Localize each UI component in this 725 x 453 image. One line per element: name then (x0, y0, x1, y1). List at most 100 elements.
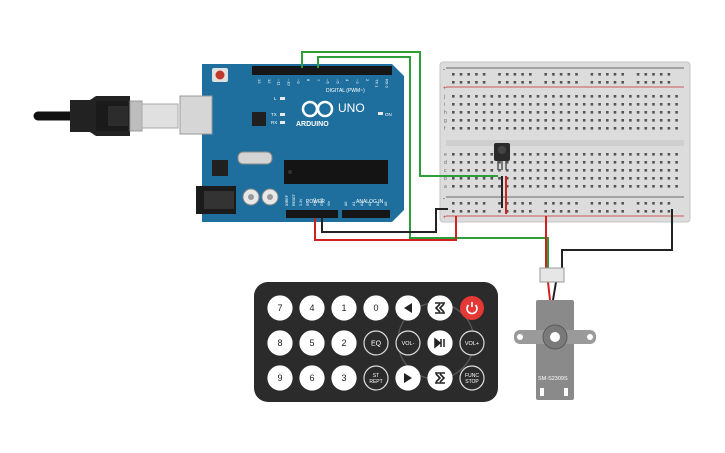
st-rept-button[interactable] (363, 365, 389, 391)
arduino-logo (301, 100, 334, 118)
analog-pin-label: A0 (344, 202, 348, 206)
remote-button-9[interactable] (267, 365, 293, 391)
digital-pin-label: 12 (267, 79, 272, 84)
wire-gnd (321, 208, 448, 233)
remote-button-label: STOP (465, 379, 479, 385)
eq-button[interactable] (363, 330, 389, 356)
breadboard-row-letter: g (444, 118, 447, 124)
power-icon (466, 304, 478, 315)
digital-pin-label: 8 (306, 79, 311, 82)
breadboard-row-letter: j (443, 94, 445, 100)
triangle-left-icon (404, 303, 412, 313)
remote-button-label: REPT (369, 379, 382, 385)
breadboard-row-letter: h (444, 110, 447, 116)
analog-pin-label: A3 (368, 202, 372, 206)
breadboard-row-letter: d (444, 160, 447, 166)
wire-servo-lead-2 (552, 281, 557, 301)
remote-button-label: 9 (277, 373, 282, 383)
digital-header-label: DIGITAL (PWM~) (326, 88, 365, 94)
breadboard-row-letter: b (444, 176, 447, 182)
power-pin-label: IOREF (285, 194, 289, 206)
ir-receiver[interactable] (494, 143, 510, 170)
skip-down-icon (435, 372, 446, 384)
remote-button-5[interactable] (299, 330, 325, 356)
vol-down-button[interactable] (395, 330, 421, 356)
power-button[interactable] (460, 296, 484, 320)
remote-button-label: 1 (341, 303, 346, 313)
remote-button-label: 2 (341, 338, 346, 348)
wire-servo-lead (547, 281, 551, 301)
remote-button-1[interactable] (331, 295, 357, 321)
tx-led-label: TX (271, 112, 277, 117)
l-led (280, 97, 285, 100)
arduino-brand-label: ARDUINO (296, 121, 329, 128)
remote-button-0[interactable] (363, 295, 389, 321)
power-pin-label: 5V (306, 201, 310, 206)
breadboard-holes (452, 73, 678, 213)
digital-pin-label: ~3 (355, 79, 360, 84)
breadboard-row-letter: e (444, 152, 447, 158)
digital-pin-label: ~11 (277, 79, 282, 86)
remote-button-6[interactable] (299, 365, 325, 391)
remote-button-label: 3 (341, 373, 346, 383)
remote-button-label: VOL+ (465, 341, 479, 347)
remote-button-label: 4 (309, 303, 314, 313)
power-pin-label: GND (313, 198, 317, 206)
digital-pin-label: ~9 (296, 79, 301, 84)
digital-pin-label: 2 (365, 79, 370, 82)
remote-button-label: 0 (373, 303, 378, 313)
power-pin-label: GND (320, 198, 324, 206)
remote-button-4[interactable] (299, 295, 325, 321)
digital-pin-label: ~6 (326, 79, 331, 84)
breadboard-row-letter: i (444, 102, 445, 108)
remote-button-8[interactable] (267, 330, 293, 356)
digital-pin-label: TX 1 (375, 79, 380, 88)
tx-led (280, 113, 285, 116)
breadboard-rail-minus-bottom: - (443, 196, 445, 202)
func-stop-button[interactable] (459, 365, 485, 391)
remote-button-7[interactable] (267, 295, 293, 321)
remote-button-label: FUNC (465, 373, 479, 379)
breadboard-row-letter: c (444, 168, 447, 174)
wire-servo-gnd (561, 209, 673, 268)
power-pin-label: RESET (292, 193, 296, 206)
triangle-right-icon (404, 373, 412, 383)
remote-button-label: ST (373, 373, 379, 379)
breadboard-row-letter: f (444, 126, 446, 132)
on-led-label: ON (385, 112, 392, 117)
vol-up-button[interactable] (459, 330, 485, 356)
analog-pin-label: A4 (376, 202, 380, 206)
breadboard-rail-plus-bottom: + (443, 215, 447, 221)
servo-motor[interactable]: SM-S2309S (514, 267, 596, 400)
remote-button-label: 8 (277, 338, 282, 348)
wires (301, 51, 673, 301)
remote-button-3[interactable] (331, 365, 357, 391)
arduino-uno-board[interactable]: ARDUINO UNO DIGITAL (PWM~) POWER ANALOG … (179, 64, 404, 222)
power-pin-label: 3.3V (299, 198, 303, 206)
l-led-label: L (274, 96, 277, 101)
breadboard-rail-minus-top: - (443, 67, 445, 73)
skip-up-icon (434, 302, 445, 314)
wire-green-signal-servo (317, 56, 549, 268)
remote-button-label: 7 (277, 303, 282, 313)
digital-pin-label: 13 (257, 79, 262, 84)
arduino-model-label: UNO (338, 101, 365, 115)
digital-pin-label: ~5 (335, 79, 340, 84)
remote-button-label: 6 (309, 373, 314, 383)
analog-pin-label: A2 (360, 202, 364, 206)
rx-led (280, 121, 285, 124)
remote-button-2[interactable] (331, 330, 357, 356)
on-led (378, 112, 383, 115)
remote-button-label: VOL- (402, 341, 415, 347)
digital-pin-label: 7 (316, 79, 321, 82)
servo-model-label: SM-S2309S (538, 376, 568, 382)
breadboard-rail-plus-top: + (443, 86, 447, 92)
